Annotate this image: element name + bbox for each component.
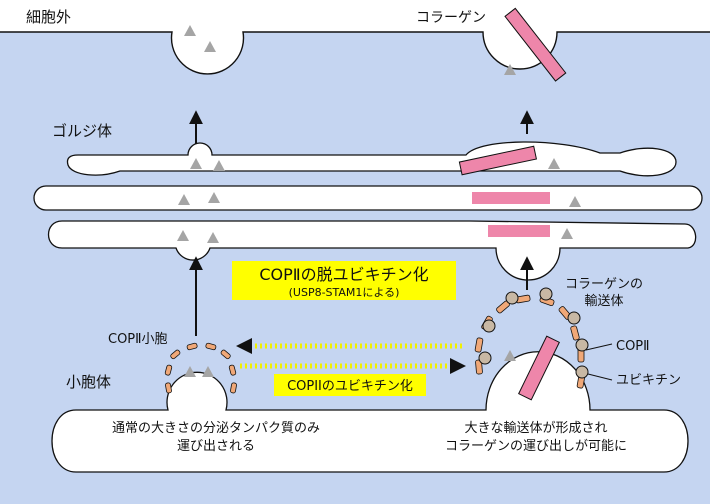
collagen-carrier-label-2: 輸送体 [584, 294, 623, 309]
collagen-rod-golgi [488, 225, 550, 237]
cargo-triangle [504, 64, 516, 75]
collagen-rod-carrier [518, 335, 560, 401]
er-label: 小胞体 [66, 373, 111, 391]
golgi-label: ゴルジ体 [52, 122, 112, 140]
copii-pointer [585, 343, 613, 351]
cargo-triangle [184, 25, 196, 36]
copii-vesicle-label: COPⅡ小胞 [108, 332, 168, 347]
cargo-triangle [178, 194, 190, 205]
deubiq-highlight [232, 261, 456, 300]
cargo-triangle [561, 228, 573, 239]
cargo-triangle [504, 350, 516, 361]
collagen-rod-secreted [504, 7, 567, 82]
cargo-triangle [177, 230, 189, 241]
cargo-triangle [213, 160, 225, 171]
collagen-carrier-label-1: コラーゲンの [565, 277, 643, 292]
cargo-triangle [190, 158, 202, 169]
large-caption-1: 大きな輸送体が形成され [464, 421, 607, 436]
deubiq-title: COPⅡの脱ユビキチン化 [259, 265, 428, 284]
ubiq-highlight [274, 374, 426, 396]
collagen-rod-golgi [472, 192, 550, 204]
copii-coat-large [474, 294, 586, 389]
cargo-triangle [202, 366, 214, 377]
cargo-triangle [207, 232, 219, 243]
large-caption-2: コラーゲンの運び出しが可能に [445, 439, 627, 454]
ubiquitin-molecules [478, 287, 589, 379]
ubiquitin-pointer [587, 373, 613, 381]
ubiq-arrowhead [450, 358, 466, 374]
collagen-label: コラーゲン [416, 10, 486, 26]
extracellular-label: 細胞外 [26, 8, 71, 26]
cargo-triangle [204, 41, 216, 52]
cargo-triangle [548, 158, 560, 169]
cargo-triangle [184, 366, 196, 377]
cargo-triangle [569, 196, 581, 207]
ubiq-label: COPIIのユビキチン化 [287, 379, 413, 394]
ubiquitin-label: ユビキチン [616, 373, 681, 388]
cargo-triangle [208, 192, 220, 203]
copii-label: COPⅡ [616, 339, 650, 354]
deubiq-arrowhead [236, 338, 252, 354]
normal-caption-1: 通常の大きさの分泌タンパク質のみ [112, 421, 320, 436]
plasma-membrane [0, 0, 710, 75]
deubiq-subtitle: (USP8-STAM1による) [289, 286, 400, 299]
collagen-rod-golgi [458, 145, 538, 176]
normal-caption-2: 運び出される [177, 439, 255, 454]
copii-coat-small [164, 342, 237, 394]
